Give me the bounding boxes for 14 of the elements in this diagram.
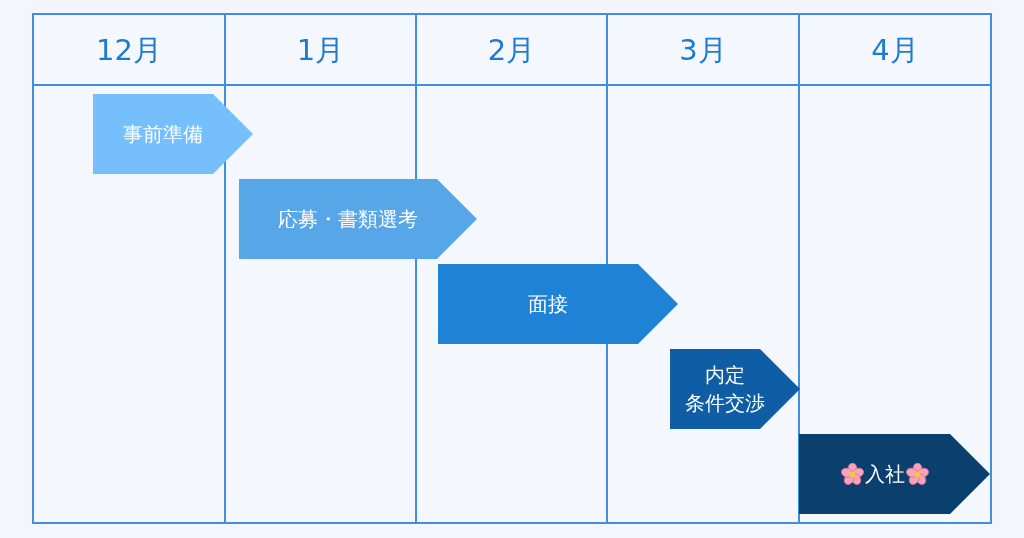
step-label: 入社: [864, 461, 905, 488]
step-label: 内定: [705, 362, 745, 389]
step-label: 応募・書類選考: [278, 206, 418, 233]
month-label: 2月: [487, 32, 536, 67]
month-label: 3月: [679, 32, 727, 67]
step-label: 条件交渉: [685, 390, 765, 417]
step-label: 事前準備: [123, 121, 203, 148]
step-label: 面接: [528, 291, 568, 318]
month-label: 12月: [96, 32, 162, 67]
month-label: 1月: [296, 32, 345, 67]
gantt-bar: [799, 434, 990, 514]
gantt-bar: [239, 179, 477, 259]
month-label: 4月: [871, 32, 919, 67]
gantt-bar: [438, 264, 678, 344]
